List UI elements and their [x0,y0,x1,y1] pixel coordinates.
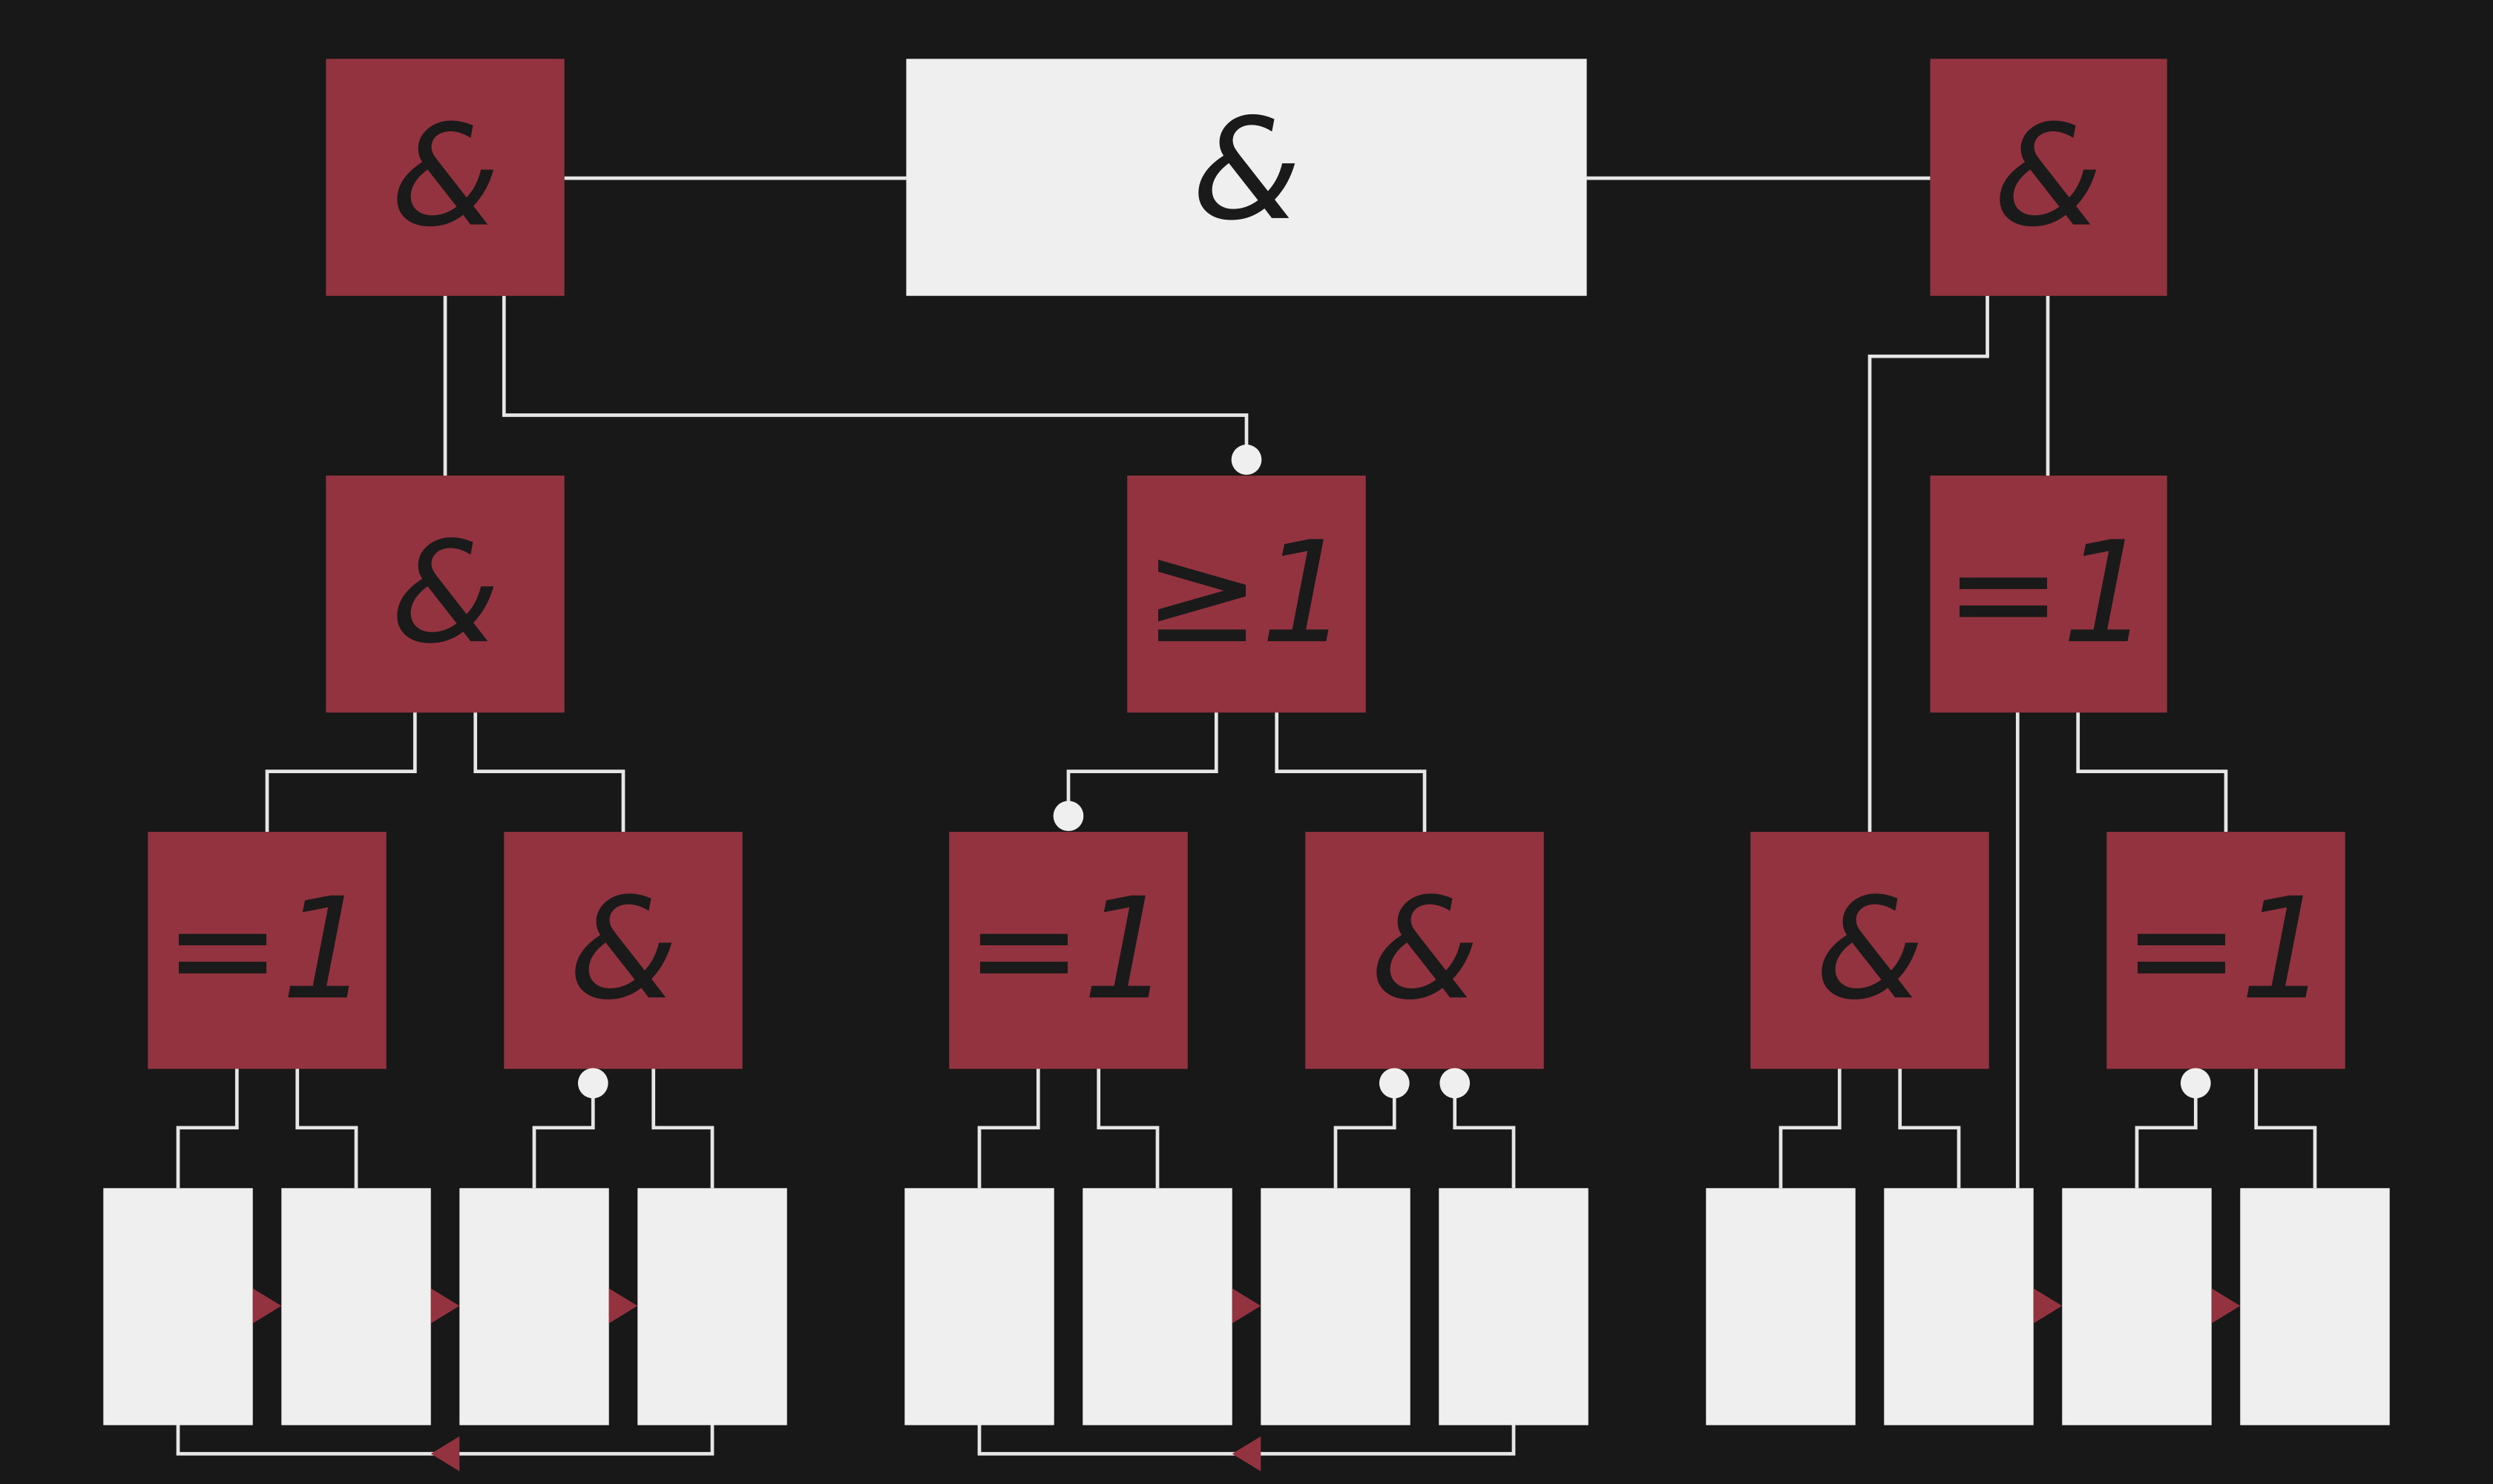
cell-9 [1706,1188,1856,1425]
wire-mid-left-to-low-1 [265,711,417,833]
inversion-bubbles [577,444,2211,1099]
cell-3 [459,1188,609,1425]
gate-top-center-label: & [1192,89,1301,252]
gate-low-1-label: =1 [164,868,370,1031]
arrow-left-icon [1232,1436,1261,1471]
wire-top-left-to-mid-center [502,295,1249,460]
cell-8 [1439,1188,1589,1425]
gate-low-3-label: =1 [965,868,1172,1031]
arrow-right-icon [1232,1288,1261,1324]
arrow-right-icon [430,1288,460,1324]
gate-top-center: & [906,59,1587,296]
inversion-bubble-icon [1231,444,1262,475]
arrow-right-icon [2033,1288,2063,1324]
gate-low-2-label: & [568,868,677,1031]
cell-7 [1261,1188,1410,1425]
arrow-left-icon [430,1436,460,1471]
gate-top-left-label: & [390,95,499,257]
wire-low-1-to-cell-2 [295,1067,358,1189]
arrow-right-icon [2211,1288,2241,1324]
wire-mid-right-to-low-6 [2076,711,2228,833]
cell-5 [904,1188,1054,1425]
gate-low-4-label: & [1370,868,1479,1031]
gate-low-2: & [504,832,743,1069]
gate-low-1: =1 [148,832,387,1069]
arrow-right-icon [608,1288,638,1324]
wire-low-3-to-cell-6 [1097,1067,1160,1189]
inversion-bubble-icon [2180,1068,2211,1099]
gate-low-5: & [1750,832,1989,1069]
wire-low-2-to-cell-3 [532,1083,595,1189]
gate-mid-right-label: =1 [1945,512,2151,674]
cell-4 [637,1188,787,1425]
gate-top-left: & [326,59,565,296]
arrow-right-icon [252,1288,282,1324]
wire-low-2-to-cell-4 [651,1067,715,1189]
gate-mid-right: =1 [1930,475,2167,713]
gate-mid-center-label: ≥1 [1143,512,1350,674]
gate-top-right-label: & [1993,95,2102,257]
inversion-bubble-icon [1439,1068,1471,1099]
wire-low-5-to-cell-9 [1778,1067,1842,1189]
gate-low-6: =1 [2106,832,2345,1069]
wire-mid-center-to-low-4 [1275,711,1427,833]
wire-mid-left-to-low-2 [473,711,625,833]
wire-low-6-to-cell-12 [2254,1067,2317,1189]
cell-10 [1884,1188,2034,1425]
wire-low-5-to-cell-10 [1898,1067,1961,1189]
gate-mid-center: ≥1 [1127,475,1366,713]
gate-low-5-label: & [1815,868,1924,1031]
wire-low-4-to-cell-8 [1453,1083,1516,1189]
wire-mid-center-to-low-3 [1066,711,1218,816]
gate-low-3: =1 [949,832,1188,1069]
wire-low-3-to-cell-5 [977,1067,1040,1189]
gate-top-right: & [1930,59,2167,296]
wire-low-6-to-cell-11 [2135,1083,2198,1189]
inversion-bubble-icon [1379,1068,1410,1099]
wire-low-1-to-cell-1 [176,1067,239,1189]
inversion-bubble-icon [577,1068,608,1099]
cells [103,1188,2390,1425]
gate-low-6-label: =1 [2123,868,2329,1031]
gate-low-4: & [1305,832,1544,1069]
gate-mid-left-label: & [390,512,499,674]
cell-2 [281,1188,431,1425]
inversion-bubble-icon [1053,801,1084,832]
arrows [252,1288,2241,1471]
cell-1 [103,1188,253,1425]
cell-11 [2062,1188,2212,1425]
wire-top-right-to-low-5 [1868,295,1989,833]
cell-12 [2240,1188,2390,1425]
wire-low-4-to-cell-7 [1333,1083,1396,1189]
gate-mid-left: & [326,475,565,713]
cell-6 [1083,1188,1232,1425]
